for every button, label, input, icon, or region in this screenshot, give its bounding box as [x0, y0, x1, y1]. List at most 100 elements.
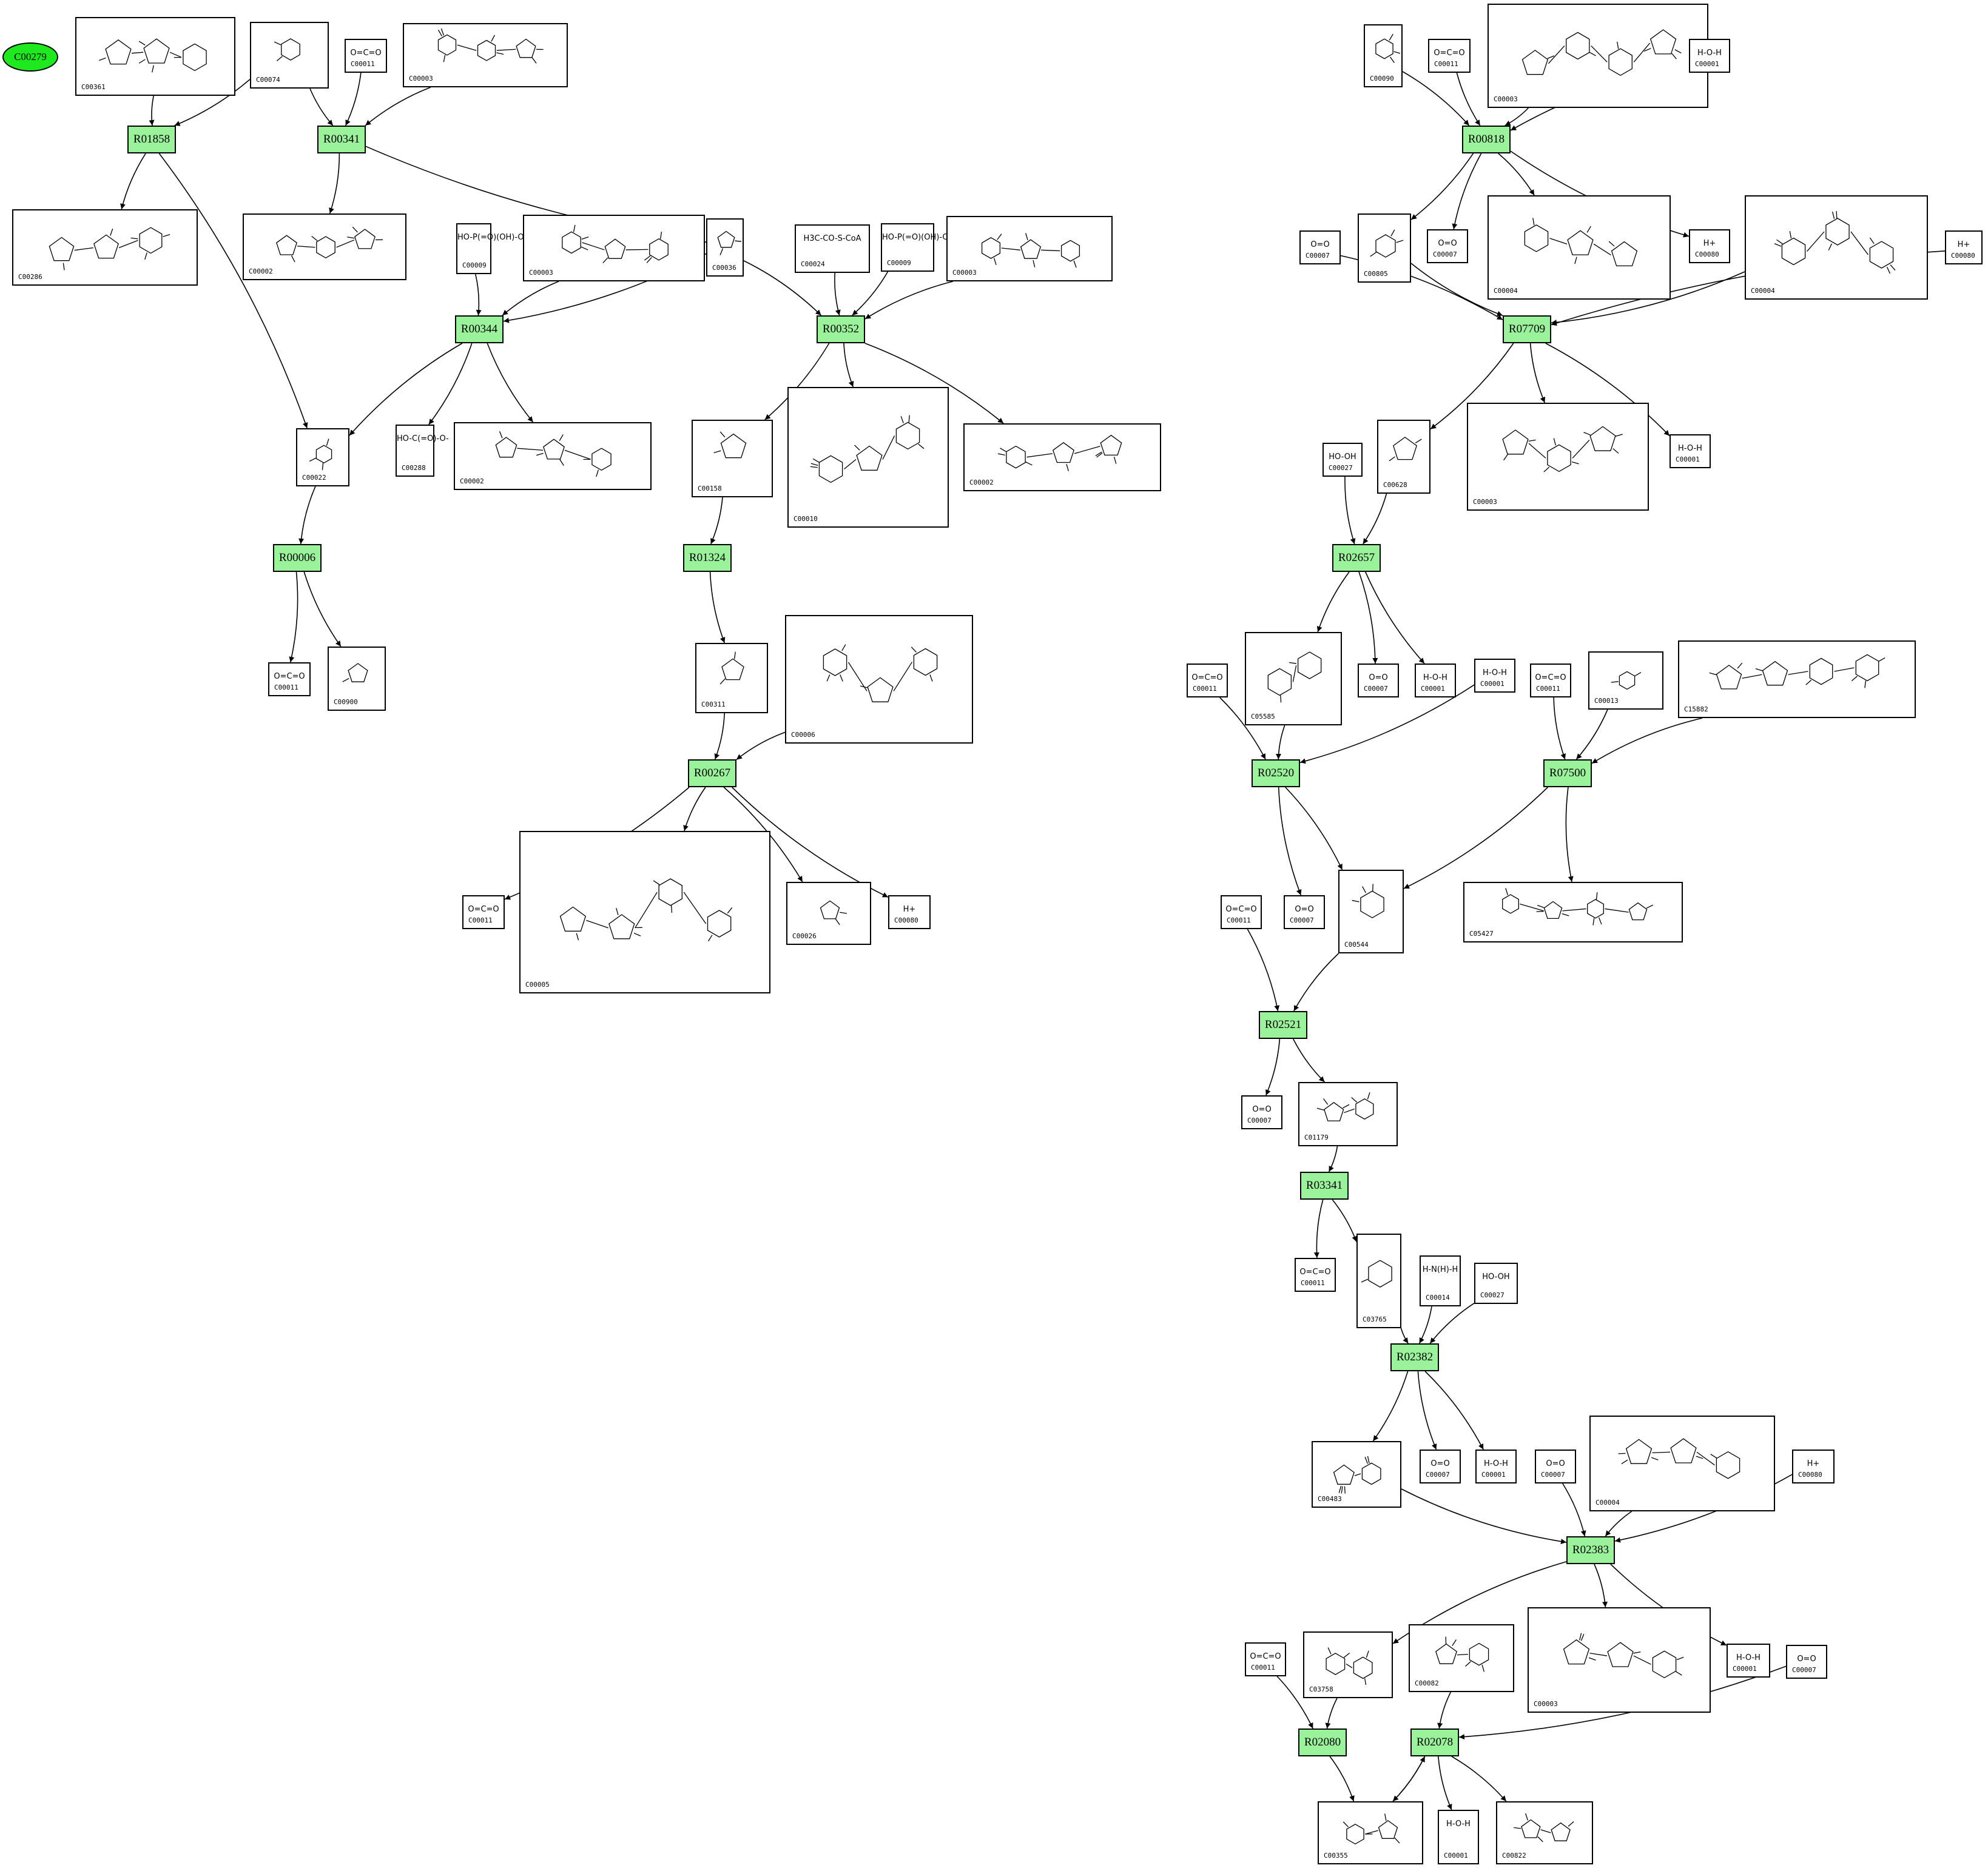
compound-C00805[interactable]: C00805 — [1358, 213, 1411, 283]
reaction-R02382[interactable]: R02382 — [1390, 1343, 1439, 1371]
reaction-R02521[interactable]: R02521 — [1259, 1011, 1307, 1039]
compound-C00002[interactable]: C00002 — [963, 423, 1161, 491]
compound-C00074[interactable]: C00074 — [250, 22, 329, 89]
compound-C00002[interactable]: C00002 — [243, 213, 406, 280]
compound-C00288[interactable]: HO-C(=O)-O-C00288 — [396, 425, 449, 477]
compound-C00026[interactable]: C00026 — [786, 882, 871, 945]
reaction-R03341[interactable]: R03341 — [1300, 1172, 1349, 1200]
edge-c38-R02657 — [1363, 493, 1387, 545]
compound-C00080[interactable]: H+C00080 — [1792, 1450, 1835, 1483]
compound-C00080[interactable]: H+C00080 — [1945, 230, 1983, 264]
reaction-R01858[interactable]: R01858 — [127, 126, 176, 153]
reaction-R00344[interactable]: R00344 — [455, 315, 504, 343]
reaction-R02520[interactable]: R02520 — [1252, 759, 1300, 787]
reaction-R01324[interactable]: R01324 — [683, 544, 732, 572]
compound-C00007[interactable]: O=O C00007 — [1427, 229, 1468, 263]
compound-C00080[interactable]: H+C00080 — [888, 895, 931, 929]
compound-C00022[interactable]: C00022 — [296, 428, 349, 486]
compound-C00004[interactable]: C00004 — [1488, 195, 1671, 300]
compound-formula: O=O — [1438, 239, 1457, 248]
compound-C00286[interactable]: C00286 — [12, 209, 198, 286]
compound-C00010[interactable]: C00010 — [787, 387, 949, 528]
reaction-R02657[interactable]: R02657 — [1332, 544, 1381, 572]
reaction-R00818[interactable]: R00818 — [1462, 126, 1511, 153]
edge-R02078-c72 — [1438, 1756, 1452, 1810]
compound-C00080[interactable]: H+C00080 — [1689, 229, 1730, 263]
reaction-R00006[interactable]: R00006 — [273, 544, 322, 572]
compound-C03765[interactable]: C03765 — [1356, 1234, 1401, 1328]
compound-C00544[interactable]: C00544 — [1338, 870, 1404, 953]
compound-C05585[interactable]: C05585 — [1245, 632, 1342, 725]
reaction-R02383[interactable]: R02383 — [1566, 1536, 1615, 1564]
compound-id-label: C00007 — [1433, 250, 1457, 258]
compound-C00006[interactable]: C00006 — [785, 615, 973, 744]
reaction-R07709[interactable]: R07709 — [1503, 315, 1551, 343]
compound-C00005[interactable]: C00005 — [519, 831, 770, 993]
reaction-R00352[interactable]: R00352 — [817, 315, 865, 343]
compound-C03758[interactable]: C03758 — [1303, 1631, 1393, 1698]
compound-C00003[interactable]: C00003 — [1528, 1607, 1711, 1713]
compound-C00090[interactable]: C00090 — [1364, 24, 1403, 87]
compound-C00003[interactable]: C00003 — [946, 216, 1113, 281]
compound-C00002[interactable]: C00002 — [454, 422, 652, 490]
compound-C05427[interactable]: C05427 — [1463, 882, 1683, 942]
edge-c57-R02382 — [1418, 1306, 1432, 1344]
start-node-C00279[interactable]: C00279 — [2, 42, 58, 72]
compound-C00900[interactable]: C00900 — [328, 647, 386, 711]
reaction-R02080[interactable]: R02080 — [1298, 1729, 1347, 1756]
structure-drawing — [274, 38, 300, 61]
compound-C00158[interactable]: C00158 — [692, 420, 773, 497]
reaction-R02078[interactable]: R02078 — [1410, 1729, 1459, 1756]
compound-C00822[interactable]: C00822 — [1496, 1801, 1593, 1864]
compound-C01179[interactable]: C01179 — [1298, 1082, 1398, 1146]
reaction-R07500[interactable]: R07500 — [1543, 759, 1592, 787]
compound-C00036[interactable]: C00036 — [706, 218, 744, 277]
compound-C00355[interactable]: C00355 — [1318, 1801, 1423, 1864]
compound-C00004[interactable]: C00004 — [1589, 1416, 1775, 1511]
compound-C15882[interactable]: C15882 — [1678, 640, 1916, 718]
compound-C00003[interactable]: C00003 — [403, 23, 568, 87]
compound-C00311[interactable]: C00311 — [695, 643, 768, 713]
compound-C00013[interactable]: C00013 — [1588, 651, 1663, 710]
reaction-R00341[interactable]: R00341 — [317, 126, 366, 153]
compound-C00082[interactable]: C00082 — [1409, 1624, 1514, 1692]
compound-C00004[interactable]: C00004 — [1745, 195, 1928, 300]
compound-C00483[interactable]: C00483 — [1312, 1441, 1401, 1508]
edge-c45-R02520 — [1299, 684, 1475, 764]
compound-C00003[interactable]: C00003 — [1488, 4, 1708, 108]
compound-C00361[interactable]: C00361 — [75, 17, 235, 96]
compound-C00003[interactable]: C00003 — [1467, 403, 1649, 511]
compound-C00628[interactable]: C00628 — [1377, 420, 1430, 494]
compound-C00003[interactable]: C00003 — [523, 215, 705, 281]
reaction-R00267[interactable]: R00267 — [688, 759, 736, 787]
